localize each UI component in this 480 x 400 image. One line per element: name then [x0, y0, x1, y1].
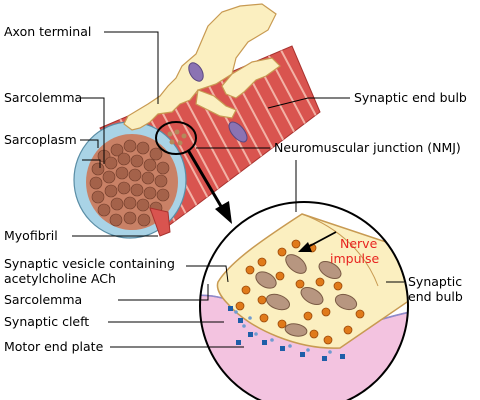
schwann-nucleus-2: [228, 121, 248, 143]
label-vesicle-line1: Synaptic vesicle containing: [4, 256, 175, 271]
nerve-impulse-arrow-line: [305, 231, 337, 249]
label-impulse: impulse: [330, 251, 379, 266]
label-vesicle-line2: acetylcholine ACh: [4, 271, 116, 286]
label-end-bulb: end bulb: [408, 289, 463, 304]
schwann-nucleus-1: [188, 62, 204, 82]
label-synaptic: Synaptic: [408, 274, 462, 289]
label-motor-end-plate: Motor end plate: [4, 339, 104, 354]
magnify-arrow-line: [186, 149, 224, 209]
label-sarcolemma-bottom: Sarcolemma: [4, 292, 82, 307]
myofibril-strand: [149, 207, 171, 237]
label-synaptic-cleft: Synaptic cleft: [4, 314, 89, 329]
label-sarcoplasm: Sarcoplasm: [4, 132, 77, 147]
axon-branch-lower: [195, 89, 237, 119]
label-axon-terminal: Axon terminal: [4, 24, 91, 39]
nmj-small-vesicles: [167, 129, 187, 146]
leader-lines: [72, 31, 404, 348]
axon-inner-edge: [301, 213, 379, 287]
axon-branch-right: [221, 57, 281, 99]
mitochondria: [255, 254, 358, 337]
axon-terminal: [123, 3, 281, 224]
magnify-arrow-head: [215, 201, 232, 224]
nmj-highlight-circle: [155, 121, 197, 155]
synaptic-vesicles: [235, 239, 365, 345]
ach-receptors: [228, 306, 345, 361]
label-nerve: Nerve: [340, 236, 378, 251]
magnified-view: [199, 201, 409, 400]
label-myofibril: Myofibril: [4, 228, 58, 243]
ach-molecules: [234, 310, 332, 354]
label-nmj: Neuromuscular junction (NMJ): [274, 140, 461, 155]
magnified-circle-border: [199, 201, 409, 400]
nerve-impulse-arrow-head: [298, 242, 312, 252]
label-sarcolemma-top: Sarcolemma: [4, 90, 82, 105]
label-synaptic-end-bulb-top: Synaptic end bulb: [354, 90, 467, 105]
